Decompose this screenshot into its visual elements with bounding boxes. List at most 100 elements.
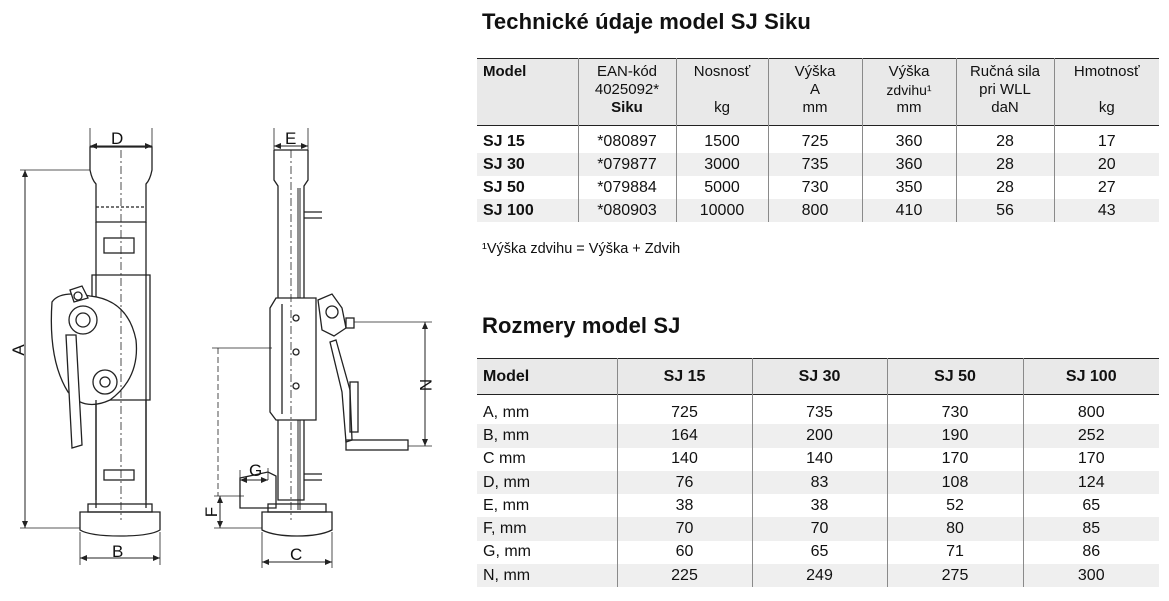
table-row: E, mm 38 38 52 65 — [477, 494, 1159, 518]
table-cell: 5000 — [675, 176, 768, 199]
table-cell: 70 — [616, 517, 752, 541]
table-row: B, mm 164 200 190 252 — [477, 424, 1159, 448]
table-cell: 170 — [886, 447, 1023, 471]
table-cell: 38 — [751, 494, 887, 518]
table-cell: 65 — [1022, 494, 1159, 518]
table-cell: 730 — [886, 394, 1023, 425]
table-cell: 28 — [955, 153, 1054, 176]
table-cell: 52 — [886, 494, 1023, 518]
table-cell: 60 — [616, 540, 752, 565]
dim-name-cell: G, mm — [483, 543, 531, 561]
table-cell: *079884 — [577, 176, 676, 199]
table-cell: 28 — [955, 176, 1054, 199]
table-cell: 350 — [861, 176, 956, 199]
table-row: SJ 50 *079884 5000 730 350 28 27 — [477, 176, 1159, 199]
dim-label-e: E — [285, 129, 296, 148]
table-cell: 140 — [751, 447, 887, 471]
dim-name-cell: C mm — [483, 450, 526, 468]
dims-header-sj100: SJ 100 — [1022, 358, 1159, 395]
spec-header-capacity: Nosnosť kg — [675, 58, 768, 126]
table-cell: 85 — [1022, 517, 1159, 541]
table-cell: 252 — [1022, 424, 1159, 448]
dim-name-cell: N, mm — [477, 564, 617, 588]
table-cell: 108 — [886, 470, 1023, 495]
table-cell: 410 — [861, 199, 956, 222]
model-cell: SJ 50 — [483, 178, 525, 196]
table-cell: 725 — [767, 125, 862, 153]
table-row: F, mm 70 70 80 85 — [477, 517, 1159, 541]
table-cell: 80 — [886, 517, 1023, 541]
dim-name-cell: D, mm — [477, 470, 617, 495]
table-cell: 124 — [1022, 470, 1159, 495]
dims-header-sj15: SJ 15 — [616, 358, 752, 395]
table-cell: 800 — [767, 199, 862, 222]
table-cell: 360 — [861, 153, 956, 176]
model-cell: SJ 30 — [477, 153, 578, 176]
model-cell: SJ 15 — [483, 132, 525, 150]
spec-header-lift-height: Výška zdvihu¹ mm — [861, 58, 956, 126]
table-row: SJ 30 *079877 3000 735 360 28 20 — [477, 153, 1159, 176]
dim-label-g: G — [249, 461, 262, 480]
table-cell: 10000 — [675, 199, 768, 222]
table-cell: *080903 — [577, 199, 676, 222]
table-cell: 38 — [616, 494, 752, 518]
table-cell: 71 — [886, 540, 1023, 565]
table-cell: 17 — [1053, 125, 1159, 153]
dims-table-title: Rozmery model SJ — [482, 313, 681, 338]
table-cell: 164 — [616, 424, 752, 448]
table-row: SJ 15 *080897 1500 725 360 28 17 — [477, 125, 1159, 153]
dim-name-cell: A, mm — [483, 403, 530, 421]
table-cell: 28 — [955, 125, 1054, 153]
table-cell: 730 — [767, 176, 862, 199]
table-cell: 27 — [1053, 176, 1159, 199]
table-cell: 249 — [751, 564, 887, 588]
dim-name-cell: B, mm — [477, 424, 617, 448]
table-row: C mm 140 140 170 170 — [477, 447, 1159, 471]
table-cell: 65 — [751, 540, 887, 565]
table-cell: 70 — [751, 517, 887, 541]
dim-label-a: A — [9, 344, 28, 356]
table-cell: 275 — [886, 564, 1023, 588]
table-cell: 76 — [616, 470, 752, 495]
dim-label-d: D — [111, 129, 123, 148]
dim-label-n: N — [416, 379, 435, 391]
table-cell: 360 — [861, 125, 956, 153]
dims-header-sj30: SJ 30 — [751, 358, 887, 395]
spec-footnote: ¹Výška zdvihu = Výška + Zdvih — [482, 241, 681, 257]
dim-label-b: B — [112, 542, 123, 561]
table-cell: 725 — [616, 394, 752, 425]
table-cell: 86 — [1022, 540, 1159, 565]
table-cell: 43 — [1053, 199, 1159, 222]
table-cell: *079877 — [577, 153, 676, 176]
dim-name-cell: F, mm — [477, 517, 617, 541]
spec-table: Model EAN-kód 4025092* Siku Nosnosť kg V… — [477, 58, 1159, 222]
table-row: N, mm 225 249 275 300 — [477, 564, 1159, 588]
dims-header-model: Model — [477, 358, 617, 395]
table-cell: 3000 — [675, 153, 768, 176]
spec-header-weight: Hmotnosť kg — [1053, 58, 1159, 126]
table-cell: 735 — [767, 153, 862, 176]
model-cell: SJ 100 — [477, 199, 578, 222]
table-cell: 300 — [1022, 564, 1159, 588]
spec-table-title: Technické údaje model SJ Siku — [482, 9, 811, 34]
table-cell: 20 — [1053, 153, 1159, 176]
dim-name-cell: E, mm — [483, 496, 530, 514]
spec-header-model: Model — [477, 58, 578, 126]
table-row: D, mm 76 83 108 124 — [477, 470, 1159, 495]
spec-header-ean: EAN-kód 4025092* Siku — [577, 58, 676, 126]
table-cell: 1500 — [675, 125, 768, 153]
table-cell: *080897 — [577, 125, 676, 153]
table-row: A, mm 725 735 730 800 — [477, 394, 1159, 425]
table-cell: 225 — [616, 564, 752, 588]
table-cell: 83 — [751, 470, 887, 495]
dims-table: Model SJ 15 SJ 30 SJ 50 SJ 100 A, mm 725… — [477, 358, 1159, 588]
spec-header-height: Výška A mm — [767, 58, 862, 126]
spec-header-hand-force: Ručná sila pri WLL daN — [955, 58, 1054, 126]
table-cell: 735 — [751, 394, 887, 425]
dim-label-c: C — [290, 545, 302, 564]
table-row: G, mm 60 65 71 86 — [477, 540, 1159, 565]
table-cell: 140 — [616, 447, 752, 471]
dim-label-f: F — [202, 507, 221, 517]
table-cell: 190 — [886, 424, 1023, 448]
dims-header-sj50: SJ 50 — [886, 358, 1023, 395]
